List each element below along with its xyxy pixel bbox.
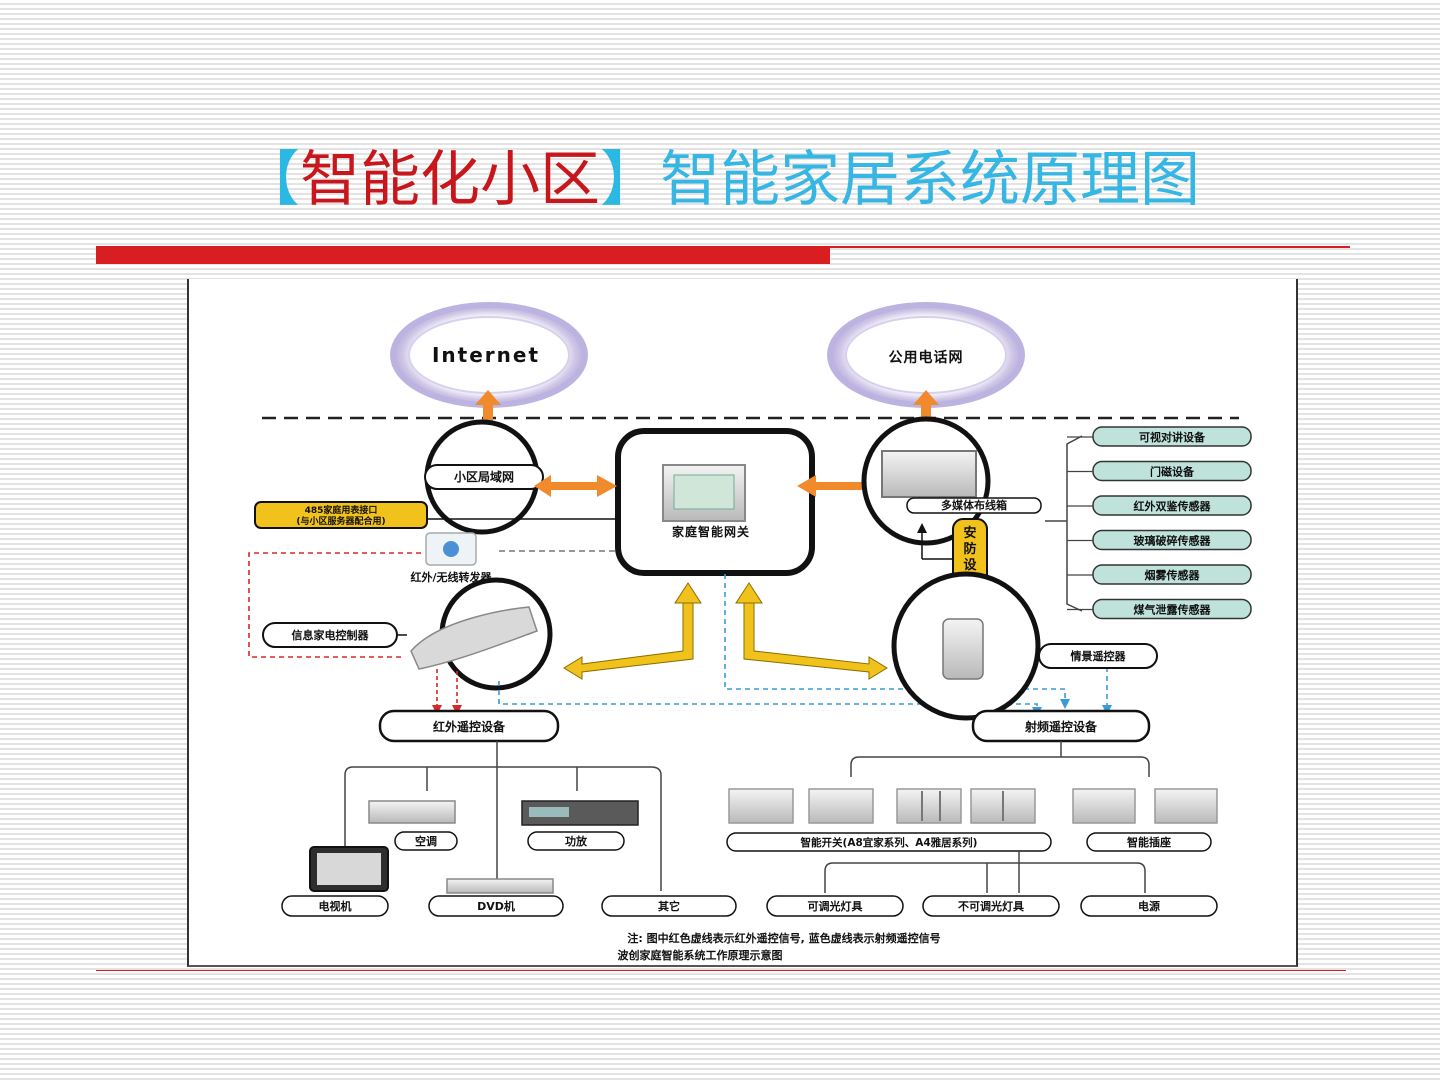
security-device-label: 玻璃破碎传感器 xyxy=(1134,534,1212,548)
ir-signal-line xyxy=(248,552,421,658)
gateway-scene-arrow xyxy=(735,582,888,680)
tv-label: 电视机 xyxy=(319,899,352,913)
smart-switch-label: 智能开关(A8宜家系列、A4雅居系列) xyxy=(800,836,978,849)
others-node: 其它 xyxy=(601,895,737,917)
ir-wireless-repeater-node: 红外/无线转发器 xyxy=(410,532,493,584)
rf-remote-devices-label: 射频遥控设备 xyxy=(1024,719,1098,734)
gateway-label: 家庭智能网关 xyxy=(672,524,750,539)
svg-text:安: 安 xyxy=(963,525,976,541)
air-conditioner-node: 空调 xyxy=(368,800,458,851)
home-gateway-node: 家庭智能网关 xyxy=(615,428,815,576)
security-device-label: 门磁设备 xyxy=(1150,465,1195,479)
svg-text:防: 防 xyxy=(963,541,976,557)
svg-text:485家庭用表接口: 485家庭用表接口 xyxy=(305,504,378,516)
air-conditioner-label: 空调 xyxy=(415,834,437,848)
others-label: 其它 xyxy=(658,899,680,913)
media-box-node: 多媒体布线箱 xyxy=(861,416,1042,546)
security-device-label: 烟雾传感器 xyxy=(1145,568,1201,582)
title-main: 智能家居系统原理图 xyxy=(660,145,1200,215)
diagram-caption: 波创家庭智能系统工作原理示意图 xyxy=(618,948,783,962)
security-device-label: 可视对讲设备 xyxy=(1139,430,1206,444)
footer-rule xyxy=(96,970,1346,971)
media-box-label: 多媒体布线箱 xyxy=(941,498,1007,512)
non-dimmable-light-node: 不可调光灯具 xyxy=(922,895,1060,917)
power-node: 电源 xyxy=(1080,895,1218,917)
dimmable-light-label: 可调光灯具 xyxy=(808,899,863,913)
internet-label: Internet xyxy=(432,343,540,367)
non-dimmable-light-label: 不可调光灯具 xyxy=(958,899,1024,913)
dvd-node: DVD机 xyxy=(428,878,564,917)
telephone-network-node: 公用电话网 xyxy=(827,302,1025,408)
title-bracket-close: 】 xyxy=(600,145,660,215)
smart-switch-group: 智能开关(A8宜家系列、A4雅居系列) xyxy=(726,788,1052,852)
smart-socket-group: 智能插座 xyxy=(1072,788,1218,852)
rf-signal-line-1 xyxy=(724,574,1066,703)
telephone-network-label: 公用电话网 xyxy=(889,349,964,366)
page-title: 【智能化小区】智能家居系统原理图 xyxy=(0,140,1440,220)
title-bracket-open: 【 xyxy=(240,145,300,215)
svg-text:(与小区服务器配合用): (与小区服务器配合用) xyxy=(296,515,385,527)
smart-home-diagram: Internet 公用电话网 小区局域网 家庭智能网关 xyxy=(187,279,1298,967)
dvd-label: DVD机 xyxy=(477,899,515,913)
title-underline-thin xyxy=(830,246,1350,248)
community-lan-label: 小区局域网 xyxy=(454,469,514,484)
security-device-label: 煤气泄露传感器 xyxy=(1134,603,1212,617)
scene-remote-node: 情景遥控器 xyxy=(891,571,1158,721)
tv-node: 电视机 xyxy=(281,846,389,917)
title-underline-thick xyxy=(96,246,830,264)
gateway-controller-arrow xyxy=(563,582,702,680)
smart-socket-label: 智能插座 xyxy=(1127,835,1171,849)
lan-gateway-arrow xyxy=(534,475,617,497)
rf-signal-line-2 xyxy=(498,681,1038,711)
scene-remote-label: 情景遥控器 xyxy=(1071,649,1127,663)
community-lan-node: 小区局域网 xyxy=(424,419,544,535)
dimmable-light-node: 可调光灯具 xyxy=(766,895,904,917)
internet-node: Internet xyxy=(390,302,588,408)
amplifier-node: 功放 xyxy=(521,800,639,851)
ir-remote-devices-node: 红外遥控设备 xyxy=(378,709,560,743)
repeater-label: 红外/无线转发器 xyxy=(410,570,492,584)
power-label: 电源 xyxy=(1138,899,1160,913)
title-prefix: 智能化小区 xyxy=(300,145,600,215)
amplifier-label: 功放 xyxy=(565,834,588,848)
info-controller-node: 信息家电控制器 xyxy=(262,577,553,691)
rf-remote-devices-node: 射频遥控设备 xyxy=(971,709,1151,743)
meter-interface-label: 485家庭用表接口 (与小区服务器配合用) xyxy=(254,501,428,529)
info-controller-label: 信息家电控制器 xyxy=(292,628,370,642)
ir-remote-devices-label: 红外遥控设备 xyxy=(433,719,506,734)
svg-text:设: 设 xyxy=(963,558,977,573)
security-device-label: 红外双鉴传感器 xyxy=(1134,499,1212,513)
diagram-note: 注: 图中红色虚线表示红外遥控信号, 蓝色虚线表示射频遥控信号 xyxy=(627,931,940,945)
